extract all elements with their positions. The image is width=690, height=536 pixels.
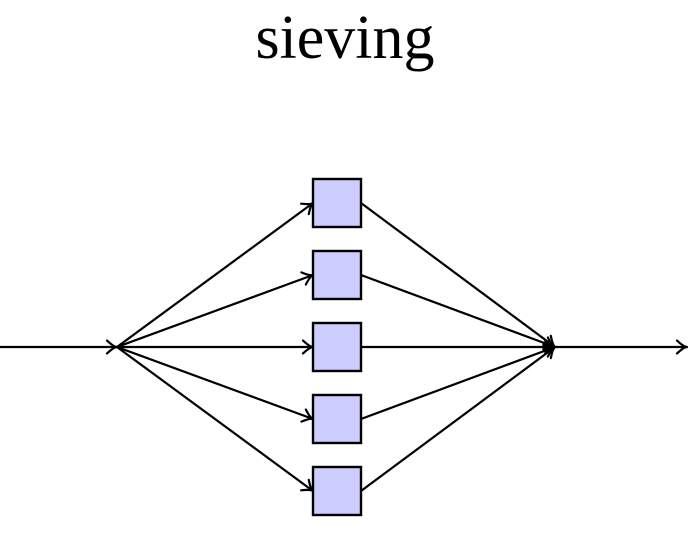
node-layer (311, 177, 363, 517)
split-edge-2 (116, 273, 314, 349)
edge-layer (0, 202, 687, 492)
sieve-node-1 (311, 177, 363, 229)
sieve-node-5 (311, 465, 363, 517)
input-arrowhead (105, 339, 119, 355)
join-edge-1 (360, 202, 556, 348)
join-arrowhead-5 (542, 345, 557, 360)
join-edge-4 (360, 345, 556, 421)
split-edge-4 (116, 345, 314, 421)
split-edge-1 (116, 202, 314, 348)
sieve-node-4 (311, 393, 363, 445)
sieve-node-3 (311, 321, 363, 373)
join-edge-2 (360, 273, 556, 349)
split-edge-5 (116, 346, 314, 492)
join-edge-5 (360, 346, 556, 492)
output-arrowhead (675, 339, 689, 355)
sieve-node-2 (311, 249, 363, 301)
diagram-title: sieving (255, 4, 435, 72)
